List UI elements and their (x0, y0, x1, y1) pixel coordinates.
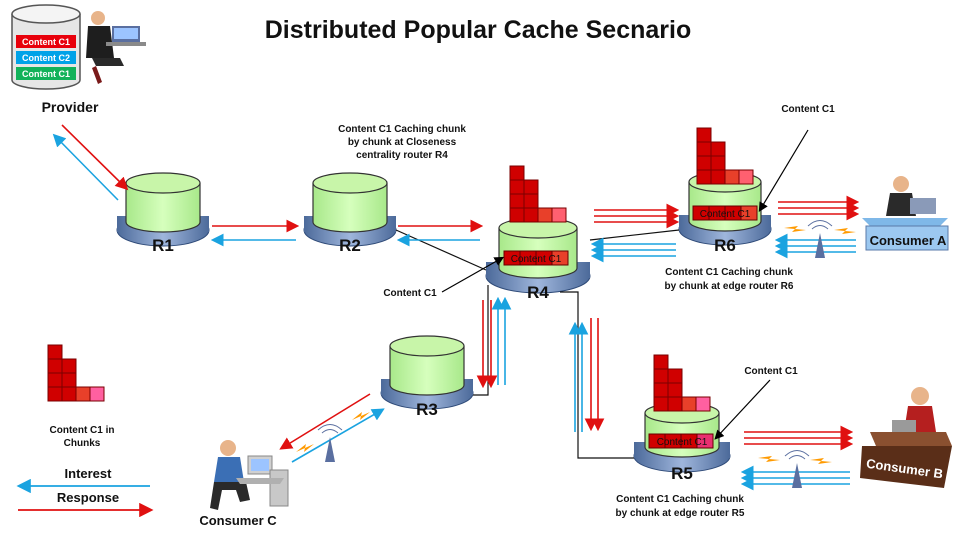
legend-chunks-caption-1: Content C1 in (50, 425, 115, 436)
r3-consumer-c-arrows (279, 393, 385, 463)
router-r2-label: R2 (339, 236, 361, 255)
wireless-tower-icon (758, 450, 832, 488)
provider-item-1-label: Content C1 (22, 37, 70, 47)
r4-cache-strip: Content C1 (503, 250, 569, 266)
r5-bottom-callout-line-1: Content C1 Caching chunk (616, 494, 744, 505)
provider-r1-arrows (52, 124, 129, 201)
router-r3-label: R3 (416, 400, 438, 419)
legend-chunks (47, 344, 105, 402)
r4-side-callout: Content C1 (383, 288, 437, 299)
r5-cache-label: Content C1 (657, 437, 708, 448)
router-r5-label: R5 (671, 464, 693, 483)
callout-lines (441, 129, 809, 440)
r6-cache-strip: Content C1 (692, 205, 758, 221)
legend-response-label: Response (57, 490, 119, 505)
r6-bottom-callout-line-1: Content C1 Caching chunk (665, 267, 793, 278)
callout-texts: Content C1 Caching chunk by chunk at Clo… (338, 104, 835, 519)
r6-bottom-callout-line-2: by chunk at edge router R6 (665, 281, 794, 292)
provider-label: Provider (42, 99, 99, 115)
r4-top-callout-line-3: centrality router R4 (356, 150, 448, 161)
wireless-tower-icon (296, 412, 370, 462)
router-r3[interactable]: R3 (380, 335, 474, 419)
r5-cache-strip: Content C1 (648, 433, 714, 449)
r4-top-callout-line-1: Content C1 Caching chunk (338, 124, 466, 135)
provider-item-1 (16, 35, 76, 48)
r4-r6-arrows (590, 203, 680, 263)
r5-bottom-callout-line-2: by chunk at edge router R5 (616, 508, 745, 519)
router-r2[interactable]: R2 (303, 172, 397, 255)
consumer-a-label: Consumer A (870, 233, 947, 248)
provider-person-icon (86, 11, 146, 84)
r2-r4-arrows (396, 219, 484, 247)
r6-top-callout: Content C1 (781, 104, 835, 115)
r1-r2-arrows (210, 219, 300, 247)
router-r6-label: R6 (714, 236, 736, 255)
r4-chunk-stack (509, 165, 567, 223)
provider-database-icon: Content C1 Content C2 Content C1 (11, 4, 81, 90)
router-r6[interactable]: Content C1 R6 (678, 171, 772, 255)
page-title: Distributed Popular Cache Secnario (265, 16, 692, 44)
r4-r5-arrows (568, 318, 605, 432)
r6-chunk-stack (696, 127, 754, 185)
legend-chunks-caption-2: Chunks (64, 438, 101, 449)
r4-top-callout-line-2: by chunk at Closeness (348, 137, 457, 148)
router-r5[interactable]: Content C1 R5 (633, 402, 731, 483)
provider-item-3 (16, 67, 76, 80)
r5-chunk-stack (653, 354, 711, 412)
consumer-b-icon (860, 387, 952, 488)
consumer-c-label: Consumer C (199, 513, 277, 528)
consumer-a-icon (862, 176, 949, 251)
provider-item-2 (16, 51, 76, 64)
r4-r3-arrows (476, 296, 512, 389)
router-r1-label: R1 (152, 236, 174, 255)
r6-cache-label: Content C1 (700, 209, 751, 220)
router-r4[interactable]: Content C1 R4 (485, 217, 591, 302)
router-r4-label: R4 (527, 283, 549, 302)
consumer-c-icon (210, 440, 289, 510)
provider-item-2-label: Content C2 (22, 53, 70, 63)
r4-cache-label: Content C1 (511, 254, 562, 265)
network-links (395, 229, 680, 459)
wireless-tower-icon (784, 220, 856, 258)
r6-consumer-a-arrows (774, 195, 860, 259)
provider-item-3-label: Content C1 (22, 69, 70, 79)
router-r1[interactable]: R1 (116, 172, 210, 255)
legend-interest-label: Interest (65, 466, 113, 481)
r5-top-callout: Content C1 (744, 366, 798, 377)
